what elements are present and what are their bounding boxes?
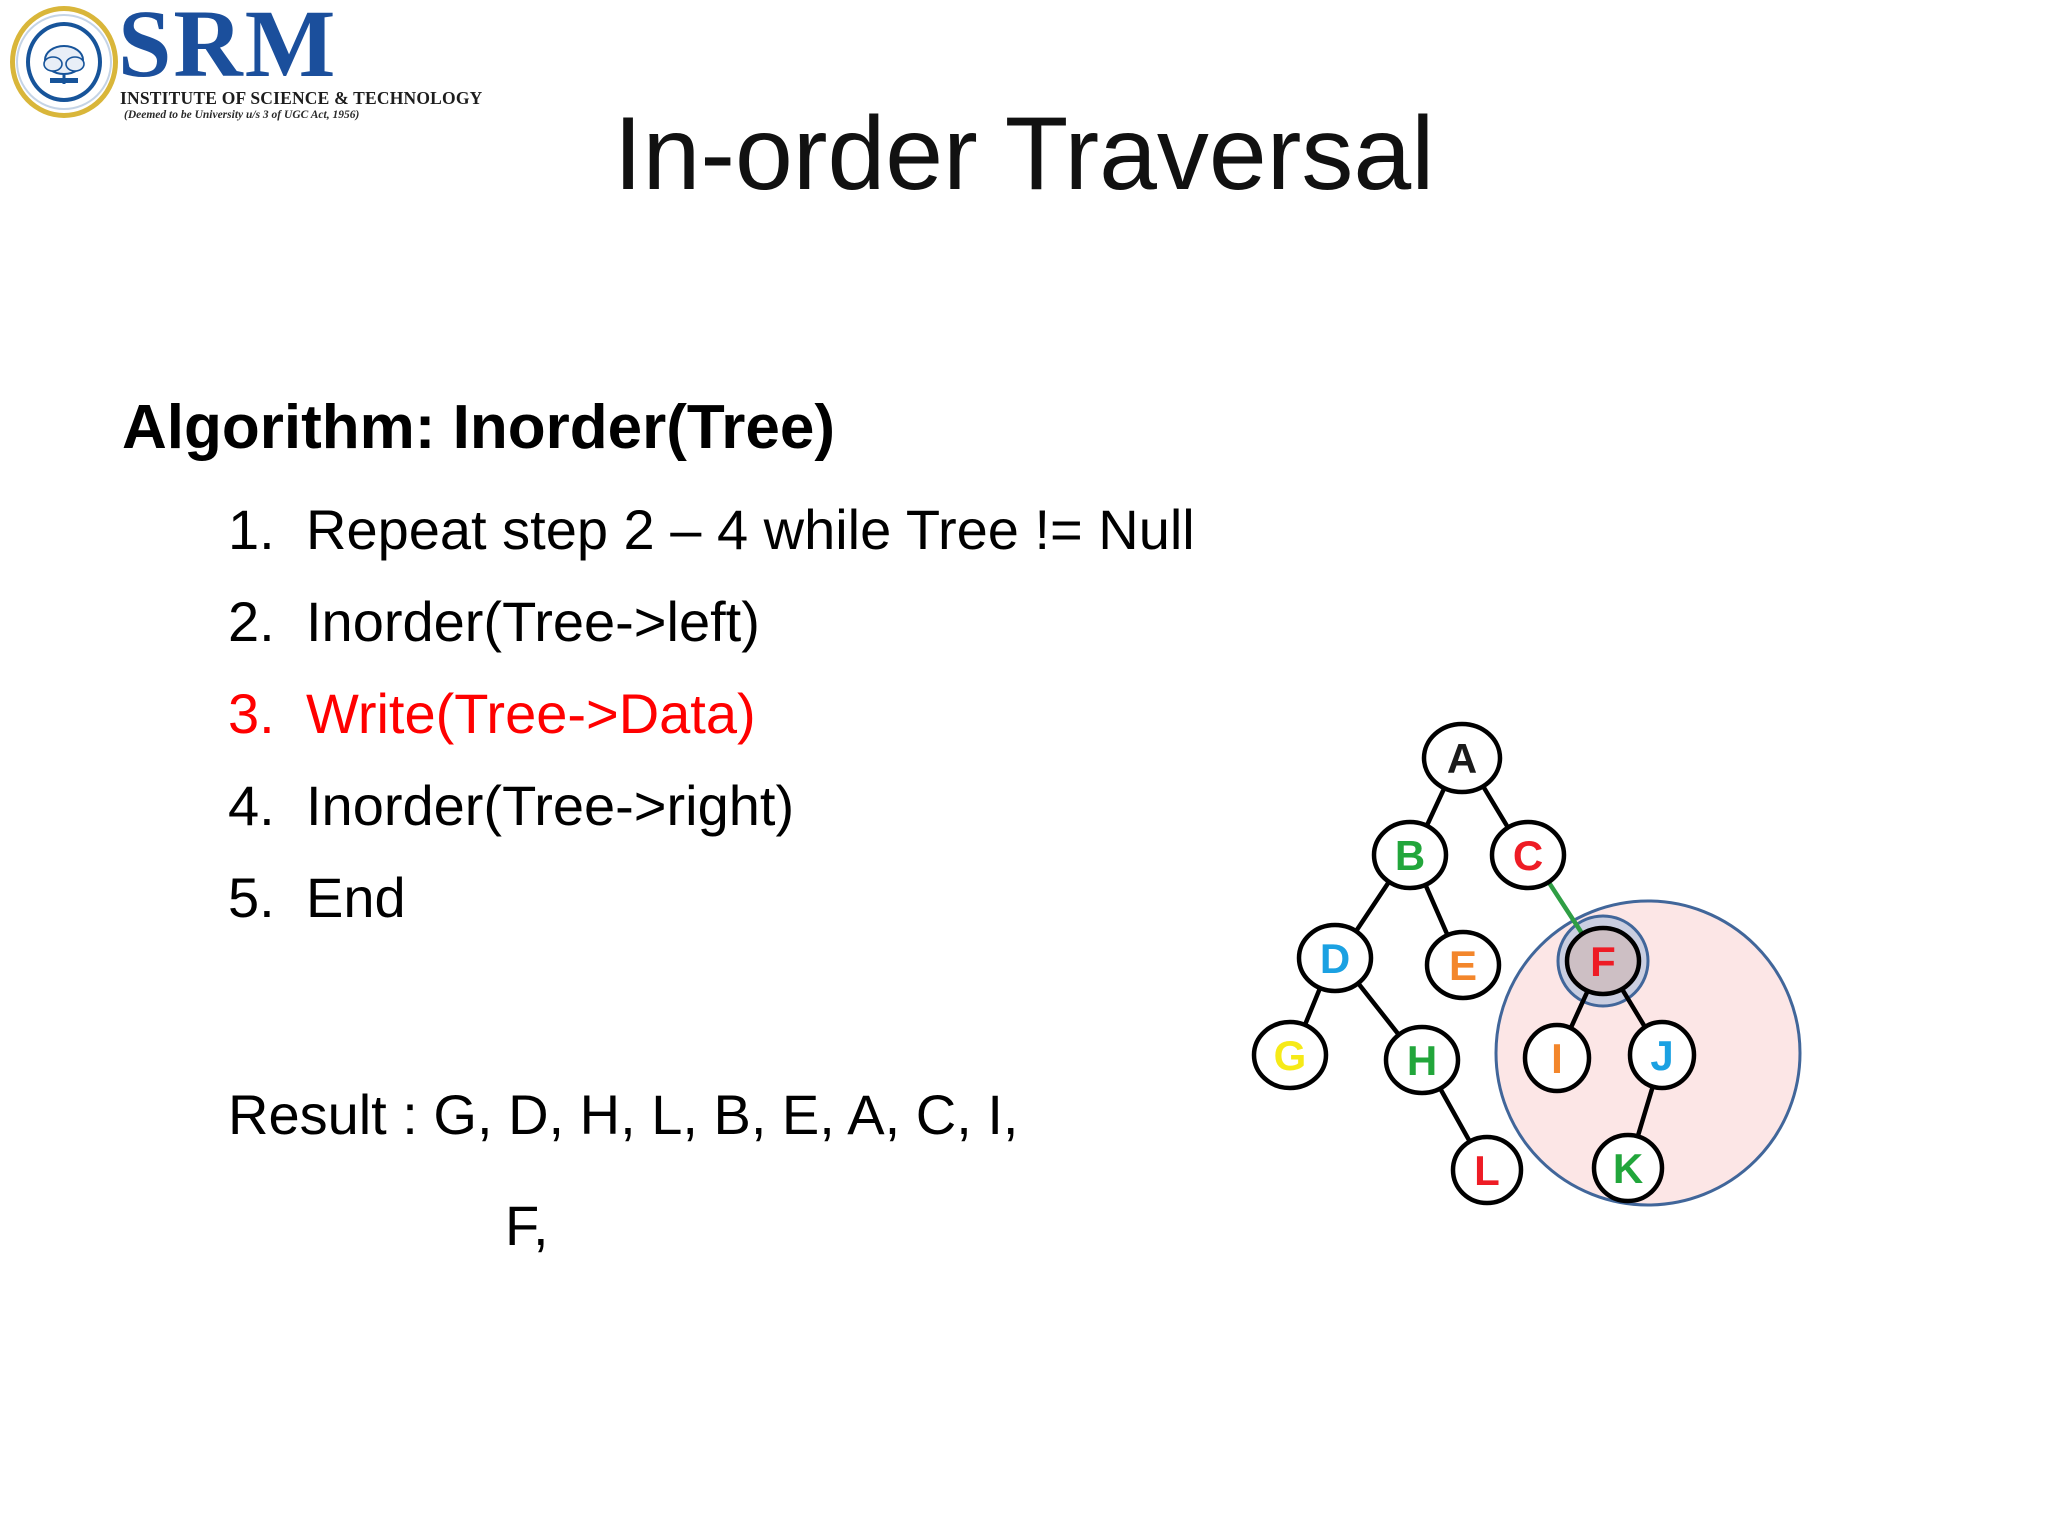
step-number: 5.: [228, 866, 275, 929]
tree-node-J[interactable]: J: [1627, 1019, 1697, 1091]
srm-logo: SRM INSTITUTE OF SCIENCE & TECHNOLOGY (D…: [8, 0, 482, 132]
binary-tree-diagram: A B C D E F G H I J K L: [1230, 700, 2020, 1340]
tree-node-A[interactable]: A: [1421, 721, 1503, 795]
step-text: End: [306, 866, 406, 929]
tree-edge-F-J: [1618, 984, 1649, 1032]
tree-node-label: C: [1513, 832, 1543, 879]
tree-node-K[interactable]: K: [1591, 1132, 1665, 1204]
tree-node-circle: [1522, 1022, 1592, 1094]
tree-node-B[interactable]: B: [1371, 819, 1449, 891]
tree-node-circle: [1251, 1019, 1329, 1091]
tree-node-label: K: [1613, 1145, 1643, 1192]
tree-node-label: D: [1320, 935, 1350, 982]
tree-node-I[interactable]: I: [1522, 1022, 1592, 1094]
tree-node-label: E: [1449, 942, 1477, 989]
tree-node-circle: [1296, 922, 1374, 994]
tree-edge-B-E: [1422, 880, 1451, 940]
tree-edge-C-F: [1544, 877, 1587, 939]
list-item: 4. Inorder(Tree->right): [228, 776, 1428, 836]
tree-node-circle: [1421, 721, 1503, 795]
step-number: 3.: [228, 682, 275, 745]
seal-tree-icon: [43, 45, 85, 85]
step-text: Inorder(Tree->left): [306, 590, 760, 653]
list-item: 5. End: [228, 868, 1428, 928]
tree-node-circle: [1627, 1019, 1697, 1091]
tree-node-label: I: [1551, 1035, 1563, 1082]
tree-node-F[interactable]: F: [1564, 925, 1642, 997]
tree-node-E[interactable]: E: [1424, 929, 1502, 1001]
result-line-1: Result : G, D, H, L, B, E, A, C, I,: [228, 1083, 1019, 1146]
tree-node-H[interactable]: H: [1383, 1024, 1461, 1096]
tree-edge-A-C: [1479, 781, 1512, 833]
step-number: 1.: [228, 498, 275, 561]
tree-node-circle: [1383, 1024, 1461, 1096]
tree-node-label: H: [1407, 1037, 1437, 1084]
tree-edge-H-L: [1436, 1083, 1474, 1147]
result-line-2: F,: [505, 1194, 549, 1257]
srm-institute-line: INSTITUTE OF SCIENCE & TECHNOLOGY: [120, 88, 483, 108]
tree-edge-J-K: [1634, 1081, 1656, 1142]
tree-node-label: L: [1474, 1147, 1500, 1194]
tree-node-label: J: [1650, 1032, 1673, 1079]
tree-edge-A-B: [1423, 783, 1448, 831]
tree-node-L[interactable]: L: [1450, 1134, 1524, 1206]
srm-seal-icon: [10, 6, 118, 118]
tree-edge-D-G: [1301, 983, 1324, 1030]
tree-edge-B-D: [1352, 877, 1393, 936]
tree-node-label: A: [1447, 735, 1477, 782]
srm-deemed-line: (Deemed to be University u/s 3 of UGC Ac…: [124, 109, 360, 121]
tree-node-label: F: [1590, 938, 1616, 985]
page-title: In-order Traversal: [613, 96, 1435, 212]
list-item: 2. Inorder(Tree->left): [228, 592, 1428, 652]
tree-edge-D-H: [1354, 978, 1403, 1040]
list-item-highlighted: 3. Write(Tree->Data): [228, 684, 1428, 744]
list-item: 1. Repeat step 2 – 4 while Tree != Null: [228, 500, 1428, 560]
tree-node-C[interactable]: C: [1489, 819, 1567, 891]
tree-node-circle: [1591, 1132, 1665, 1204]
step-number: 2.: [228, 590, 275, 653]
tree-node-label: B: [1395, 832, 1425, 879]
step-number: 4.: [228, 774, 275, 837]
tree-node-G[interactable]: G: [1251, 1019, 1329, 1091]
tree-svg-canvas: A B C D E F G H I J K L: [1251, 721, 1802, 1207]
step-text: Repeat step 2 – 4 while Tree != Null: [306, 498, 1195, 561]
tree-node-circle: [1371, 819, 1449, 891]
tree-node-label: G: [1274, 1032, 1307, 1079]
algorithm-steps-list: 1. Repeat step 2 – 4 while Tree != Null …: [228, 500, 1428, 960]
tree-edge-F-I: [1567, 986, 1592, 1033]
step-text: Inorder(Tree->right): [306, 774, 795, 837]
tree-node-circle: [1489, 819, 1567, 891]
srm-wordmark: SRM: [118, 0, 338, 97]
tree-node-circle: [1564, 925, 1642, 997]
tree-node-circle: [1450, 1134, 1524, 1206]
tree-node-circle: [1424, 929, 1502, 1001]
step-text: Write(Tree->Data): [306, 682, 756, 745]
algorithm-heading: Algorithm: Inorder(Tree): [122, 393, 836, 462]
tree-node-D[interactable]: D: [1296, 922, 1374, 994]
